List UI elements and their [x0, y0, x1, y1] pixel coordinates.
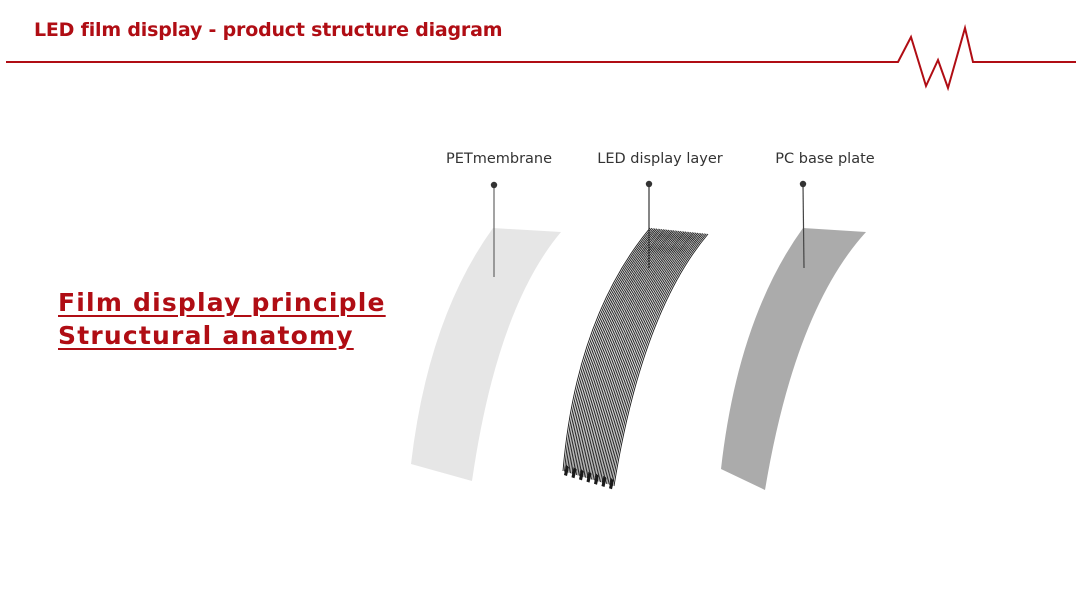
- led-wire: [582, 230, 673, 477]
- led-wire: [579, 229, 670, 476]
- page-title: LED film display - product structure dia…: [34, 19, 503, 41]
- led-wire: [604, 232, 699, 484]
- led-wire: [591, 231, 683, 480]
- connector-pin: [594, 473, 599, 485]
- header-rule: [6, 24, 1076, 92]
- led-wire: [589, 230, 682, 479]
- led-wire: [612, 233, 707, 486]
- led-wire: [588, 230, 680, 479]
- led-wire: [601, 232, 695, 483]
- led-wire: [571, 228, 661, 474]
- led-connector-pins: [564, 465, 614, 490]
- led-wire: [610, 233, 705, 486]
- led-wire: [586, 230, 678, 479]
- heartbeat-pulse-icon: [6, 24, 1076, 92]
- heading-line-anatomy: Structural anatomy: [58, 321, 354, 350]
- connector-pin: [571, 467, 577, 479]
- led-wire: [583, 230, 675, 478]
- led-wire: [580, 229, 671, 477]
- pc-leader: [799, 180, 807, 269]
- led-wire: [567, 228, 656, 473]
- led-layer-panel: [562, 227, 709, 490]
- label-pc-base-plate: PC base plate: [775, 151, 875, 167]
- led-wire: [577, 229, 668, 476]
- connector-pin: [609, 478, 614, 490]
- led-wire: [598, 231, 692, 482]
- led-wire: [613, 233, 709, 487]
- led-wire: [606, 232, 700, 484]
- led-wire: [603, 232, 697, 483]
- led-wire: [607, 233, 702, 485]
- pet-leader: [490, 181, 498, 277]
- led-wire: [597, 231, 690, 482]
- led-wire: [592, 231, 685, 480]
- led-wire: [576, 229, 666, 476]
- connector-pin: [579, 469, 584, 481]
- heading-line-principle: Film display principle: [58, 288, 386, 317]
- led-wire: [595, 231, 688, 481]
- led-wire: [568, 228, 658, 473]
- led-wire: [600, 232, 693, 483]
- led-wire: [609, 233, 704, 485]
- pet-membrane-panel: [411, 228, 561, 481]
- connector-pin: [564, 465, 569, 476]
- connector-pin: [601, 476, 607, 487]
- label-led-display-layer: LED display layer: [597, 151, 723, 167]
- led-wire: [565, 228, 654, 472]
- section-heading: Film display principle Structural anatom…: [58, 286, 386, 352]
- led-wire: [570, 228, 659, 474]
- connector-pin: [586, 471, 592, 483]
- led-wire: [562, 227, 651, 472]
- led-wire: [594, 231, 687, 481]
- led-wire: [564, 227, 653, 472]
- label-pet-membrane: PETmembrane: [445, 151, 553, 167]
- pc-base-plate-panel: [721, 228, 866, 490]
- led-leader: [645, 180, 653, 268]
- led-wire: [574, 229, 664, 475]
- led-wire: [573, 228, 663, 475]
- led-wire-lines: [562, 227, 709, 487]
- led-wire: [585, 230, 676, 478]
